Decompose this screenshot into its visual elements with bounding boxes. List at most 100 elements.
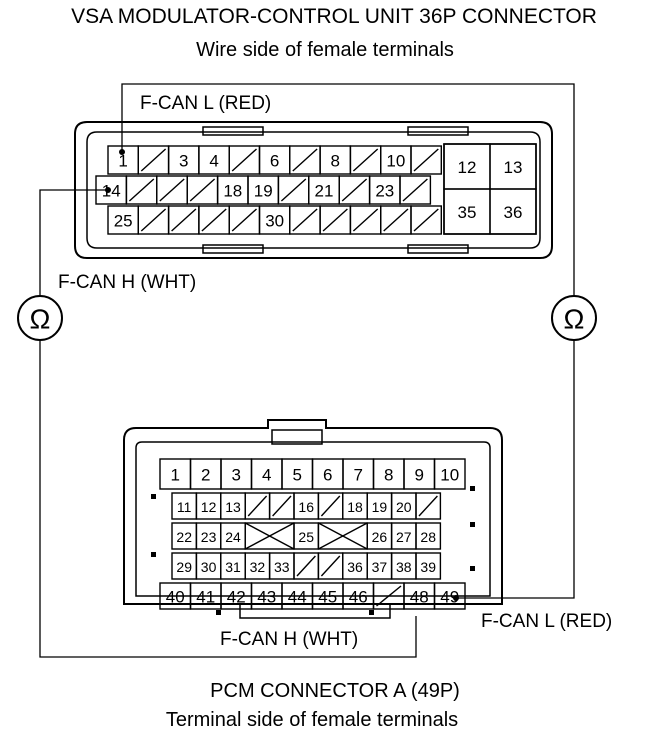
empty-terminal-slash	[352, 208, 379, 232]
pcm-terminal: 24	[220, 522, 246, 550]
pcm-terminal: 20	[390, 492, 417, 520]
vsa-latch-top-right	[407, 126, 469, 136]
pcm-terminal: 12	[195, 492, 222, 520]
empty-terminal-slash	[320, 495, 341, 517]
vsa-terminal: 3	[167, 145, 200, 175]
pcm-key-marker	[369, 610, 374, 615]
terminal-number: 22	[176, 529, 192, 545]
terminal-number: 18	[223, 182, 242, 201]
vsa-terminal	[289, 205, 321, 235]
ohmmeter-left-icon: Ω	[17, 295, 63, 341]
pcm-terminal: 6	[311, 458, 344, 490]
empty-terminal-slash	[231, 208, 257, 232]
empty-terminal-slash	[402, 178, 428, 202]
pcm-terminal: 37	[366, 552, 393, 580]
empty-terminal-slash	[171, 208, 197, 232]
vsa-terminal: 4	[198, 145, 230, 175]
pcm-key-marker	[470, 566, 475, 571]
vsa-terminal	[186, 175, 219, 205]
empty-terminal-slash	[352, 148, 379, 172]
terminal-number: 7	[354, 466, 363, 485]
vsa-fcan-h-label: F-CAN H (WHT)	[58, 272, 196, 293]
empty-terminal-slash	[418, 495, 438, 517]
terminal-number: 1	[118, 152, 127, 171]
terminal-number: 29	[176, 559, 192, 575]
vsa-connector-inner-rim	[86, 131, 541, 249]
empty-terminal-slash	[413, 208, 439, 232]
terminal-number: 48	[410, 588, 429, 607]
vsa-terminal	[399, 175, 432, 205]
terminal-number: 12	[201, 499, 217, 515]
empty-terminal-slash	[140, 208, 167, 232]
ohmmeter-right-icon: Ω	[551, 295, 597, 341]
pcm-terminal	[415, 492, 442, 520]
pcm-terminal: 2	[189, 458, 222, 490]
pcm-connector-housing	[123, 419, 503, 605]
pcm-terminal: 33	[268, 552, 295, 580]
terminal-number: 43	[257, 588, 276, 607]
pcm-top-latch	[271, 429, 323, 445]
pcm-terminal	[268, 492, 295, 520]
pcm-terminal: 7	[342, 458, 375, 490]
fcan-h-wire	[39, 189, 108, 296]
terminal-number: 6	[323, 466, 332, 485]
terminal-number: 5	[293, 466, 302, 485]
ohm-symbol: Ω	[30, 304, 51, 335]
vsa-latch-bottom-left	[202, 244, 264, 254]
pcm-terminal: 3	[220, 458, 253, 490]
vsa-terminal: 36	[489, 188, 537, 235]
vsa-terminal	[198, 205, 230, 235]
vsa-fcan-l-label: F-CAN L (RED)	[140, 93, 271, 114]
pcm-connector-subtitle: Terminal side of female terminals	[166, 709, 458, 731]
vsa-terminal: 6	[258, 145, 291, 175]
pcm-terminal: 23	[195, 522, 222, 550]
empty-terminal-slash	[292, 208, 318, 232]
vsa-terminal: 12	[443, 143, 491, 190]
terminal-number: 18	[347, 499, 363, 515]
terminal-number: 30	[201, 559, 217, 575]
fcan-l-wire	[456, 340, 575, 599]
terminal-number: 8	[331, 152, 340, 171]
pcm-terminal: 18	[342, 492, 368, 520]
vsa-terminal: 35	[443, 188, 491, 235]
vsa-terminal	[137, 205, 170, 235]
vsa-latch-bottom-right	[407, 244, 469, 254]
pcm-bottom-lock	[239, 603, 391, 619]
pcm-terminal: 9	[403, 458, 436, 490]
empty-terminal-slash	[272, 495, 292, 517]
wire-contact-dot	[453, 595, 459, 601]
vsa-terminal: 10	[380, 145, 412, 175]
vsa-terminal	[156, 175, 188, 205]
vsa-terminal	[410, 145, 442, 175]
vsa-terminal	[349, 205, 382, 235]
terminal-number: 49	[440, 588, 459, 607]
empty-terminal-slash	[280, 178, 307, 202]
terminal-number: 36	[504, 203, 523, 222]
terminal-number: 19	[372, 499, 388, 515]
vsa-connector-housing	[74, 121, 553, 259]
terminal-number: 9	[415, 466, 424, 485]
empty-terminal-slash	[341, 178, 368, 202]
terminal-number: 11	[177, 499, 192, 515]
vsa-terminal: 18	[216, 175, 249, 205]
empty-terminal-slash	[292, 148, 318, 172]
terminal-number: 28	[420, 529, 436, 545]
pcm-terminal: 30	[195, 552, 222, 580]
pcm-terminal: 16	[293, 492, 320, 520]
pcm-terminal: 5	[281, 458, 314, 490]
terminal-number: 37	[372, 559, 388, 575]
vsa-connector-title: VSA MODULATOR-CONTROL UNIT 36P CONNECTOR	[71, 5, 597, 28]
pcm-terminal	[317, 492, 344, 520]
vsa-terminal	[228, 205, 261, 235]
terminal-number: 19	[254, 182, 273, 201]
terminal-number: 46	[349, 588, 368, 607]
pcm-fcan-l-label: F-CAN L (RED)	[481, 611, 612, 632]
vsa-terminal	[167, 205, 200, 235]
terminal-number: 25	[114, 212, 133, 231]
vsa-terminal	[349, 145, 382, 175]
